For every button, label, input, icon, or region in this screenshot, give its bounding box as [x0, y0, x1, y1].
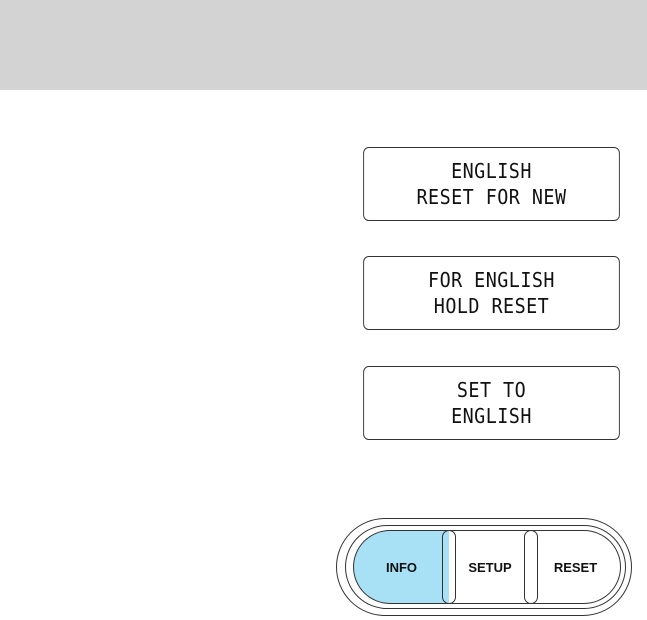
- setup-button[interactable]: SETUP: [449, 530, 531, 604]
- lcd-display-1: ENGLISH RESET FOR NEW: [363, 147, 620, 221]
- lcd-display-1-line-1: ENGLISH: [451, 158, 532, 184]
- lcd-display-2-line-2: HOLD RESET: [434, 293, 549, 319]
- reset-button[interactable]: RESET: [531, 530, 621, 604]
- lcd-display-3-line-2: ENGLISH: [451, 403, 532, 429]
- reset-button-label: RESET: [554, 560, 597, 575]
- info-button[interactable]: INFO: [353, 530, 449, 604]
- setup-button-label: SETUP: [468, 560, 511, 575]
- info-button-label: INFO: [386, 560, 417, 575]
- lcd-display-3: SET TO ENGLISH: [363, 366, 620, 440]
- lcd-display-2: FOR ENGLISH HOLD RESET: [363, 256, 620, 330]
- lcd-display-3-line-1: SET TO: [457, 377, 526, 403]
- lcd-display-1-line-2: RESET FOR NEW: [416, 184, 566, 210]
- lcd-display-2-line-1: FOR ENGLISH: [428, 267, 555, 293]
- button-separator-1: [442, 530, 456, 604]
- button-separator-2: [524, 530, 538, 604]
- header-band: [0, 0, 647, 90]
